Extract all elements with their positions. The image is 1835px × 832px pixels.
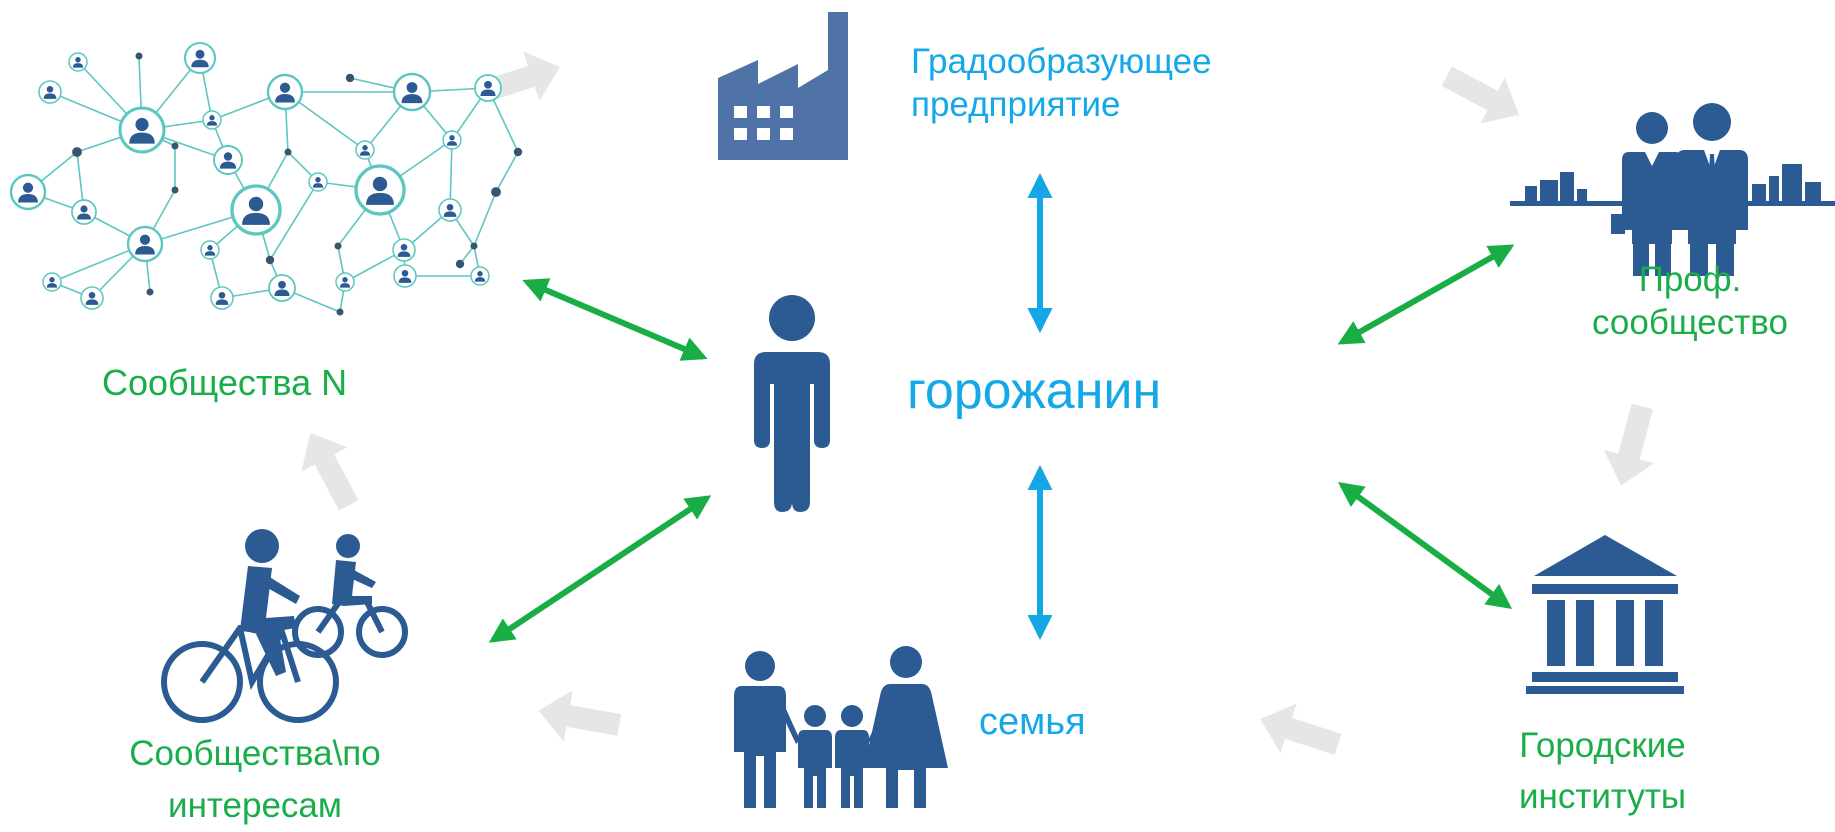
institution-building-icon bbox=[1526, 535, 1684, 694]
network-dot bbox=[171, 142, 179, 150]
center-label: горожанин bbox=[907, 362, 1162, 420]
network-dot bbox=[470, 242, 478, 250]
network-user-node bbox=[68, 52, 88, 72]
cyclists-icon bbox=[161, 529, 408, 723]
network-user-node bbox=[71, 199, 97, 225]
network-dot bbox=[146, 288, 154, 296]
cycle-arrow-family-to-interests bbox=[538, 690, 622, 742]
network-dot bbox=[334, 242, 342, 250]
cycle-arrow-institutes-to-family bbox=[1260, 703, 1342, 755]
network-user-node bbox=[42, 272, 62, 292]
cycle-arrows bbox=[301, 51, 1655, 755]
network-user-node bbox=[308, 172, 328, 192]
network-user-node bbox=[213, 145, 243, 175]
network-user-node bbox=[118, 106, 166, 154]
network-user-node bbox=[38, 80, 62, 104]
network-user-node bbox=[202, 110, 222, 130]
interests-label-line1: Сообщества\по bbox=[129, 734, 381, 773]
person-icon bbox=[754, 295, 830, 512]
cycle-arrow-interests-to-communities bbox=[301, 432, 359, 511]
network-dot bbox=[345, 73, 355, 83]
bidirectional-arrows bbox=[488, 172, 1515, 643]
network-user-node bbox=[80, 286, 104, 310]
network-user-node bbox=[470, 266, 490, 286]
institutes-label: Городские институты bbox=[1470, 720, 1735, 822]
enterprise-label-line1: Градообразующее bbox=[911, 42, 1212, 81]
network-dot bbox=[455, 259, 465, 269]
network-user-node bbox=[354, 164, 406, 216]
network-user-node bbox=[392, 72, 432, 112]
network-user-node bbox=[126, 225, 164, 263]
network-user-node bbox=[230, 184, 282, 236]
network-user-node bbox=[393, 264, 417, 288]
network-user-node bbox=[442, 130, 462, 150]
network-dot bbox=[265, 255, 275, 265]
network-user-node bbox=[210, 286, 234, 310]
arrow-center-communities bbox=[522, 278, 708, 361]
family-icon bbox=[734, 646, 948, 808]
network-edge bbox=[269, 181, 319, 261]
network-user-node bbox=[183, 41, 217, 75]
network-dot bbox=[171, 186, 179, 194]
family-label: семья bbox=[979, 701, 1086, 743]
network-user-node bbox=[335, 272, 355, 292]
network-dot bbox=[491, 187, 501, 197]
network-user-node bbox=[474, 74, 502, 102]
arrow-center-interests bbox=[488, 495, 712, 643]
business-people-icon bbox=[1510, 103, 1835, 276]
network-dot bbox=[336, 308, 344, 316]
institutes-label-line1: Городские bbox=[1519, 726, 1686, 765]
arrow-center-institutes bbox=[1337, 482, 1513, 609]
network-user-node bbox=[9, 173, 47, 211]
network-edge bbox=[473, 191, 497, 247]
network-edge bbox=[495, 151, 519, 193]
network-user-node bbox=[392, 238, 416, 262]
professional-label: Проф. сообщество bbox=[1550, 258, 1830, 344]
network-dot bbox=[135, 52, 143, 60]
professional-label-line1: Проф. bbox=[1638, 260, 1742, 299]
network-user-node bbox=[438, 198, 462, 222]
factory-icon bbox=[718, 12, 848, 160]
arrow-center-professional bbox=[1337, 244, 1515, 345]
cycle-arrow-professional-to-institutes bbox=[1603, 403, 1655, 486]
interests-label: Сообщества\по интересам bbox=[100, 728, 410, 832]
enterprise-label: Градообразующее предприятие bbox=[911, 40, 1212, 126]
network-user-node bbox=[200, 240, 220, 260]
social-network-icon bbox=[9, 41, 523, 316]
network-user-node bbox=[268, 274, 296, 302]
network-dot bbox=[284, 148, 292, 156]
network-dot bbox=[513, 147, 523, 157]
cycle-arrow-enterprise-to-professional bbox=[1441, 66, 1520, 124]
communities-label: Сообщества N bbox=[102, 362, 348, 403]
institutes-label-line2: институты bbox=[1518, 777, 1687, 816]
network-user-node bbox=[355, 140, 375, 160]
network-user-node bbox=[266, 73, 304, 111]
interests-label-line2: интересам bbox=[168, 786, 342, 825]
enterprise-label-line2: предприятие bbox=[911, 85, 1121, 124]
professional-label-line2: сообщество bbox=[1592, 303, 1788, 342]
network-dot bbox=[72, 147, 82, 157]
